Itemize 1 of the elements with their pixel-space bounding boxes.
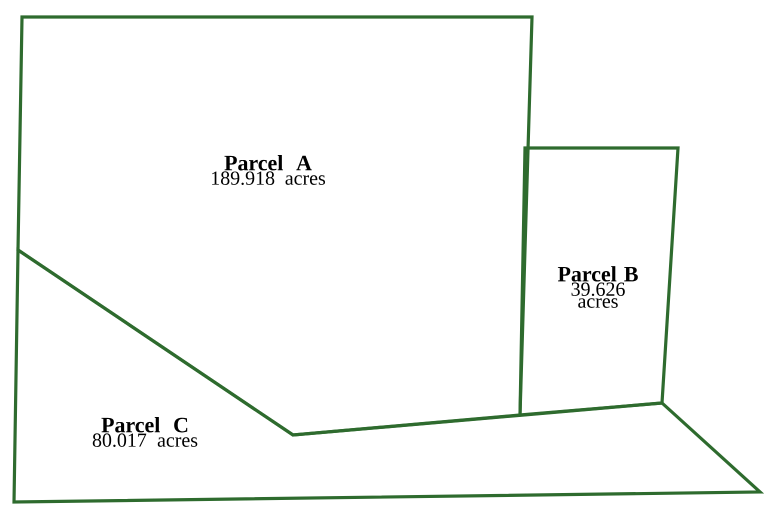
parcel: Parcel B 39.626 acres (518, 146, 680, 417)
